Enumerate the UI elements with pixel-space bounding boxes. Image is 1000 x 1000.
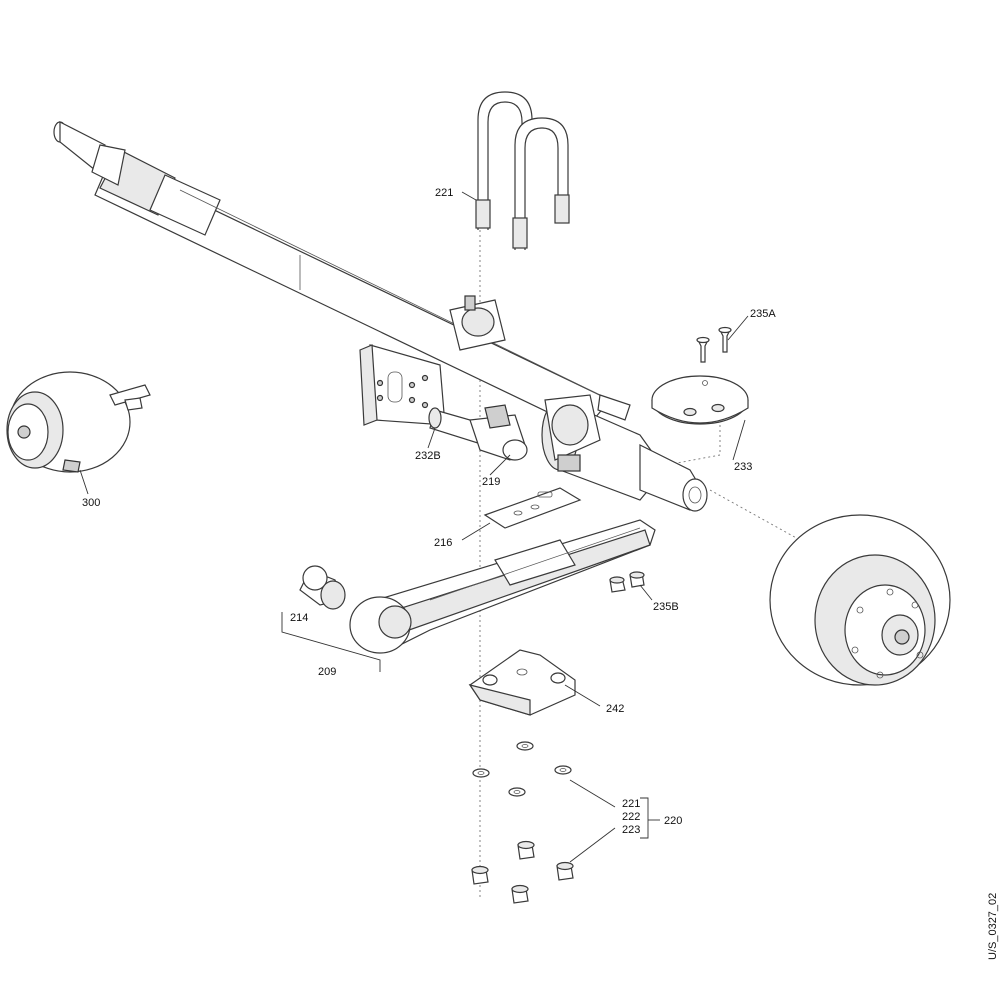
axle-clamp-left [449,295,506,351]
brake-chamber [6,371,151,473]
leaf-spring [349,519,656,654]
callout-300: 300 [82,497,100,509]
actuator-cam [428,404,528,461]
axis-line-hub [709,489,801,541]
mounting-bracket [359,344,446,426]
callout-214: 214 [290,612,308,624]
cover-plate [651,375,749,425]
callout-233: 233 [734,461,752,473]
callout-221-ubolt: 221 [435,187,453,199]
callout-221-list: 221 [622,798,640,810]
callout-222-list: 222 [622,811,640,823]
spring-seat-plate [468,649,576,716]
spring-shim [483,487,582,529]
callout-219: 219 [482,476,500,488]
axis-line-plate [649,420,721,469]
callout-242: 242 [606,703,624,715]
callout-209: 209 [318,666,336,678]
callout-223-list: 223 [622,824,640,836]
callout-220: 220 [664,815,682,827]
callout-232B: 232B [415,450,441,462]
washers [472,741,572,797]
axle-beam [53,121,611,431]
callout-235B: 235B [653,601,679,613]
brake-drum-hub [769,514,951,686]
axle-clamp-right [544,394,631,472]
countersunk-screws [696,326,732,363]
hex-nuts [471,840,574,904]
lock-nuts [609,571,645,593]
drawing-code: U/S_0327_02 [987,893,999,960]
spring-bushing [299,565,346,610]
callout-235A: 235A [750,308,776,320]
callout-216: 216 [434,537,452,549]
u-bolt-pair [475,91,570,250]
leader-lines [79,191,749,863]
